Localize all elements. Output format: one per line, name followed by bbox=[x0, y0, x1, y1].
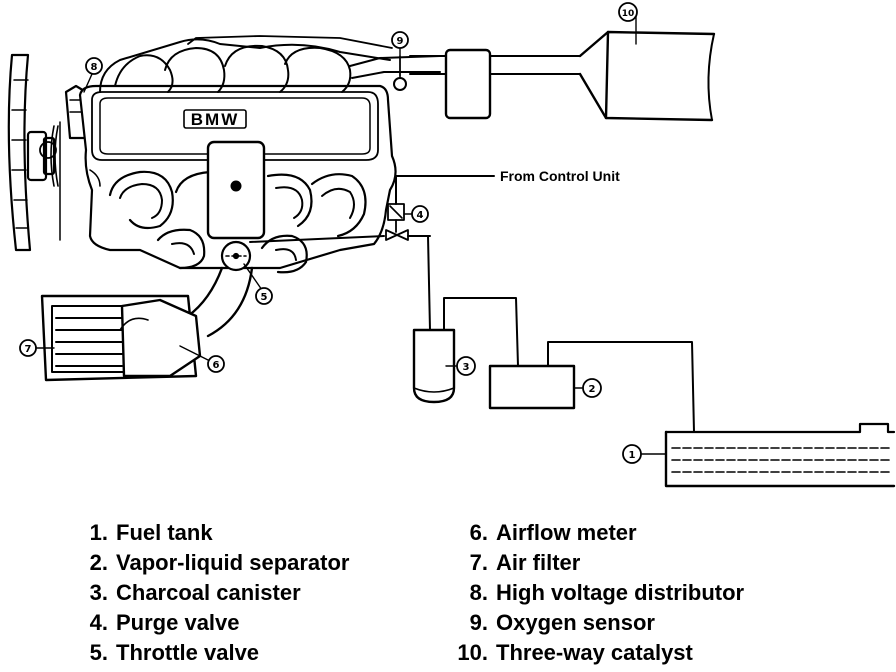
canister-lines bbox=[427, 235, 695, 433]
legend-item-8: 8.High voltage distributor bbox=[469, 580, 745, 605]
leader-8 bbox=[83, 73, 93, 93]
legend-item-3: 3.Charcoal canister bbox=[89, 580, 301, 605]
legend-item-4: 4.Purge valve bbox=[89, 610, 240, 635]
legend-item-10: 10.Three-way catalyst bbox=[457, 640, 693, 665]
callout-8: 8 bbox=[91, 62, 98, 73]
leader-5 bbox=[243, 263, 263, 291]
callout-7-circle bbox=[19, 339, 37, 357]
fuel-tank bbox=[664, 422, 896, 488]
callout-9-circle bbox=[391, 31, 409, 49]
legend-right-column: 6.Airflow meter 7.Air filter 8.High volt… bbox=[452, 518, 744, 668]
intake-manifold bbox=[99, 35, 441, 93]
airflow-meter-housing bbox=[206, 140, 266, 240]
callout-6: 6 bbox=[213, 360, 220, 371]
from-control-unit-label: From Control Unit bbox=[500, 168, 620, 184]
callout-4: 4 bbox=[417, 210, 424, 221]
callout-2-circle bbox=[582, 378, 602, 398]
callout-10: 10 bbox=[622, 9, 635, 19]
callout-10-circle bbox=[618, 2, 638, 22]
callout-7: 7 bbox=[25, 344, 32, 355]
charcoal-canister bbox=[412, 328, 456, 404]
legend-left-column: 1.Fuel tank 2.Vapor-liquid separator 3.C… bbox=[78, 518, 350, 668]
callout-9: 9 bbox=[397, 36, 404, 47]
callout-8-circle bbox=[85, 57, 103, 75]
callout-5-circle bbox=[255, 287, 273, 305]
cooling-fan bbox=[7, 53, 61, 252]
vapor-liquid-separator bbox=[488, 364, 576, 410]
exhaust-pipe bbox=[409, 30, 716, 122]
purge-line bbox=[249, 229, 431, 243]
throttle-valve bbox=[220, 240, 252, 272]
legend-item-1: 1.Fuel tank bbox=[89, 520, 213, 545]
legend-item-5: 5.Throttle valve bbox=[89, 640, 260, 665]
callout-6-circle bbox=[207, 355, 225, 373]
legend-item-9: 9.Oxygen sensor bbox=[469, 610, 655, 635]
callout-5: 5 bbox=[261, 292, 268, 303]
callout-3: 3 bbox=[463, 362, 470, 373]
callout-1: 1 bbox=[629, 450, 636, 461]
callout-1-circle bbox=[622, 444, 642, 464]
legend-item-6: 6.Airflow meter bbox=[469, 520, 637, 545]
purge-valve bbox=[387, 175, 495, 233]
engine-brand-label: BMW bbox=[191, 110, 239, 129]
callout-4-circle bbox=[411, 205, 429, 223]
leader-6 bbox=[179, 345, 209, 361]
exhaust-manifold bbox=[108, 170, 367, 274]
air-filter bbox=[40, 294, 202, 382]
legend-item-2: 2.Vapor-liquid separator bbox=[89, 550, 350, 575]
legend-item-7: 7.Air filter bbox=[469, 550, 581, 575]
callout-3-circle bbox=[456, 356, 476, 376]
callout-2: 2 bbox=[589, 384, 596, 395]
